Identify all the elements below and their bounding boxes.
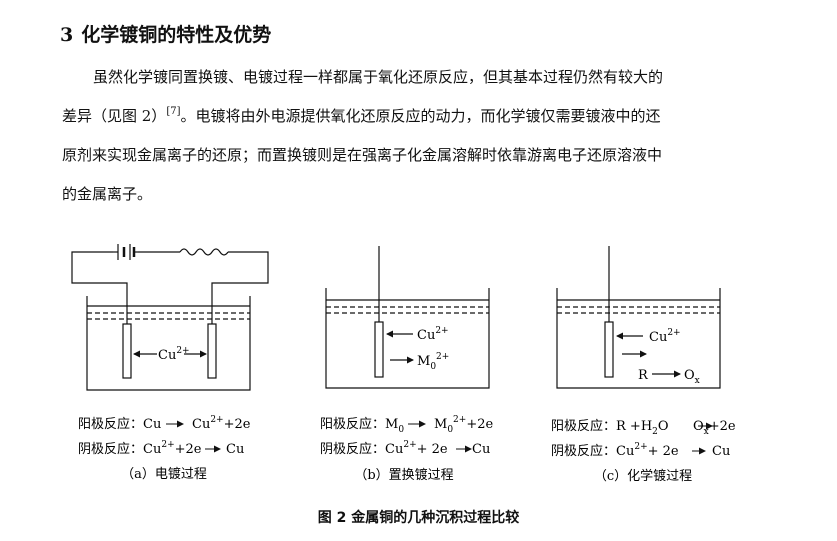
external-circuit — [71, 251, 269, 324]
cathode-reaction-product: Cu — [472, 442, 490, 457]
cathode-reaction: 阴极反应：Cu2++2e — [78, 440, 202, 457]
section-title: 化学镀铜的特性及优势 — [81, 24, 272, 46]
panel-displacement-plating: Cu2+ M02+ 阳极反应：M0 M02++2e 阴极反应：Cu2++ 2e … — [320, 246, 493, 483]
cathode-electrode — [207, 323, 217, 379]
metal-electrode — [374, 321, 384, 378]
cathode-reaction: 阴极反应：Cu2++ 2e — [551, 442, 679, 459]
beaker — [325, 288, 490, 389]
citation-ref[interactable]: [7] — [166, 106, 181, 117]
resistor-icon — [179, 248, 229, 256]
reductant-label: R — [638, 368, 649, 383]
sub-caption: （b）置换镀过程 — [354, 467, 453, 483]
figure-caption: 图 2 金属铜的几种沉积过程比较 — [317, 510, 520, 526]
cathode-reaction-product: Cu — [226, 442, 244, 457]
beaker — [86, 296, 251, 391]
ion-label-metal: M02+ — [417, 352, 449, 372]
sub-caption: （a）电镀过程 — [121, 466, 207, 482]
beaker — [556, 288, 721, 389]
paragraph-line-4: 的金属离子。 — [62, 185, 153, 203]
deposition-figure: Cu2+ 阳极反应：Cu Cu2++2e 阴极反应：Cu2++2e Cu （a）… — [71, 244, 736, 484]
paragraph-text: 。电镀将由外电源提供氧化还原反应的动力，而化学镀仅需要镀液中的还 — [180, 107, 661, 125]
anode-reaction-product: Ox+2e — [693, 419, 736, 437]
battery-icon — [113, 244, 138, 260]
ion-label-copper: Cu2+ — [417, 326, 449, 343]
panel-electroless-plating: Cu2+ R Ox 阳极反应：R +H2O Ox+2e 阴极反应：Cu2++ 2… — [551, 246, 736, 484]
sub-caption: （c）化学镀过程 — [594, 468, 692, 484]
anode-reaction-product: M02++2e — [434, 415, 493, 435]
section-heading: 3 化学镀铜的特性及优势 — [60, 20, 271, 47]
paragraph-line-1: 虽然化学镀同置换镀、电镀过程一样都属于氧化还原反应，但其基本过程仍然有较大的 — [93, 68, 664, 86]
substrate-electrode — [604, 321, 614, 378]
anode-reaction: 阳极反应：Cu — [78, 416, 161, 432]
paragraph-line-2: 差异（见图 2）[7]。电镀将由外电源提供氧化还原反应的动力，而化学镀仅需要镀液… — [62, 106, 661, 126]
section-number: 3 — [60, 24, 74, 46]
paragraph-text: 差异（见图 2） — [62, 107, 167, 125]
paragraph-line-3: 原剂来实现金属离子的还原；而置换镀则是在强离子化金属溶解时依靠游离电子还原溶液中 — [62, 146, 663, 164]
anode-electrode — [122, 323, 132, 379]
cathode-reaction-product: Cu — [712, 444, 730, 459]
anode-reaction-product: Cu2++2e — [192, 415, 251, 432]
anode-reaction: 阳极反应：R +H2O — [551, 418, 669, 437]
panel-electroplating: Cu2+ 阳极反应：Cu Cu2++2e 阴极反应：Cu2++2e Cu （a）… — [71, 244, 269, 482]
oxidized-product-label: Ox — [684, 368, 700, 386]
ion-label: Cu2+ — [158, 346, 190, 363]
cathode-reaction: 阴极反应：Cu2++ 2e — [320, 440, 448, 457]
anode-reaction: 阳极反应：M0 — [320, 416, 404, 435]
ion-label-copper: Cu2+ — [649, 328, 681, 345]
